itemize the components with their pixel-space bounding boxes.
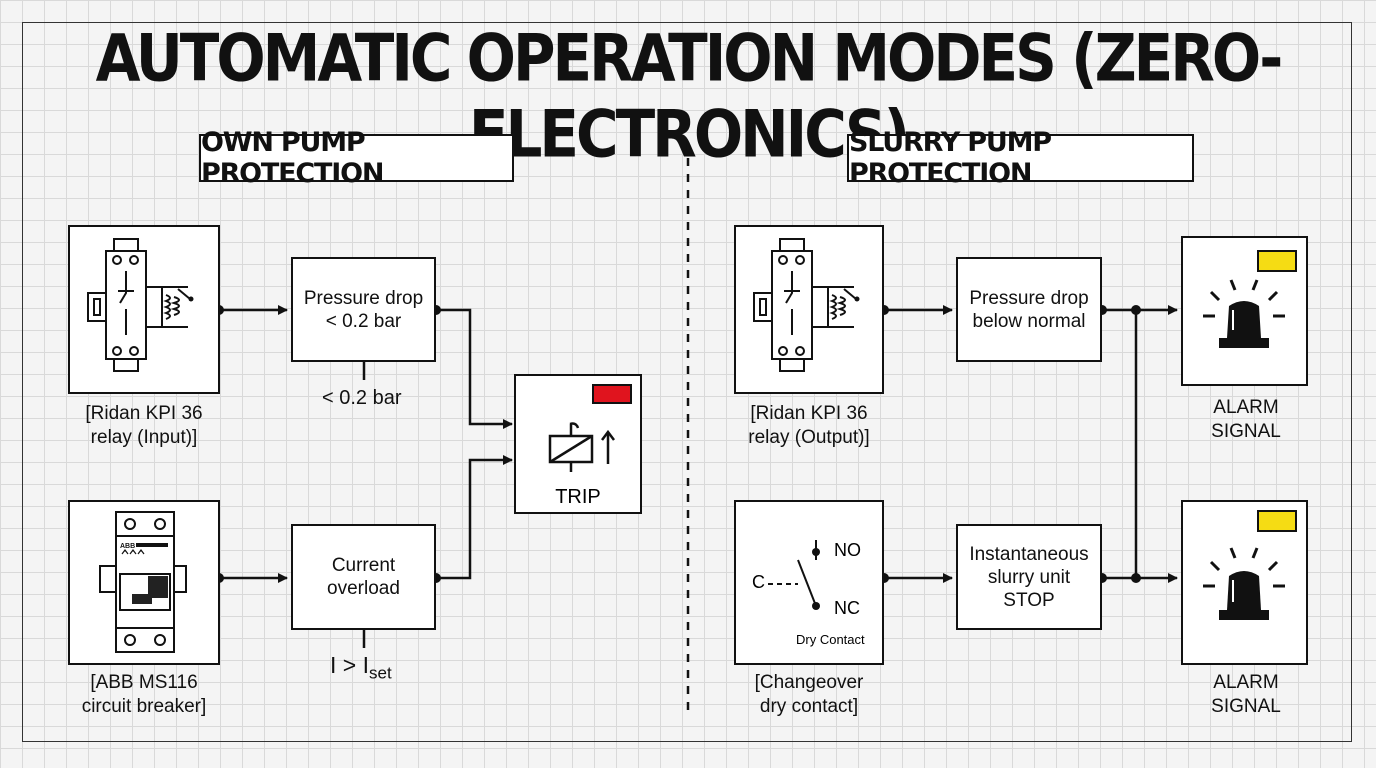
alarm-top-box [1181, 236, 1308, 386]
pressure-relay-output-icon [753, 238, 860, 372]
current-threshold-note: I > Iset [330, 652, 392, 684]
dry-contact-label: Dry Contact [796, 632, 865, 647]
current-threshold-lhs: I > I [330, 652, 369, 678]
diagram-frame [22, 22, 1352, 742]
ridan-relay-output-caption: [Ridan KPI 36 relay (Output)] [748, 403, 870, 448]
alarm-bottom-box [1181, 500, 1308, 665]
current-threshold-subscript: set [369, 663, 392, 683]
pressure-below-normal-box: Pressure drop below normal [956, 257, 1102, 362]
alarm-top-indicator-light [1257, 250, 1297, 272]
ridan-relay-input-box [68, 225, 220, 394]
ridan-relay-input-caption: [Ridan KPI 36 relay (Input)] [85, 403, 203, 448]
ridan-relay-output-box [734, 225, 884, 394]
slurry-stop-box: Instantaneous slurry unit STOP [956, 524, 1102, 630]
pressure-threshold-note: < 0.2 bar [322, 387, 402, 409]
alarm-bottom-caption: ALARM SIGNAL [1211, 672, 1281, 717]
contact-nc-label: NC [834, 598, 860, 618]
pressure-relay-icon [87, 238, 194, 372]
svg-text:ABB: ABB [120, 543, 135, 550]
current-overload-box: Current overload [291, 524, 436, 630]
alarm-top-caption: ALARM SIGNAL [1211, 397, 1281, 442]
changeover-contact-icon [768, 540, 820, 610]
pressure-drop-box: Pressure drop < 0.2 bar [291, 257, 436, 362]
trip-indicator-light [592, 384, 632, 404]
trip-label: TRIP [555, 486, 601, 508]
siren-icon [1203, 547, 1285, 620]
abb-breaker-caption: [ABB MS116 circuit breaker] [81, 672, 207, 717]
dry-contact-caption: [Changeover dry contact] [754, 672, 864, 717]
siren-icon [1203, 279, 1285, 348]
contact-c-label: C [752, 572, 765, 592]
page-title: AUTOMATIC OPERATION MODES (ZERO-ELECTRON… [95, 19, 1284, 173]
dry-contact-box: NO NC C Dry Contact [734, 500, 884, 665]
trip-box: TRIP [514, 374, 642, 514]
trip-coil-icon [548, 422, 615, 472]
circuit-breaker-icon: ABB [99, 511, 187, 653]
alarm-bottom-indicator-light [1257, 510, 1297, 532]
contact-no-label: NO [834, 540, 861, 560]
abb-breaker-box: ABB [68, 500, 220, 665]
